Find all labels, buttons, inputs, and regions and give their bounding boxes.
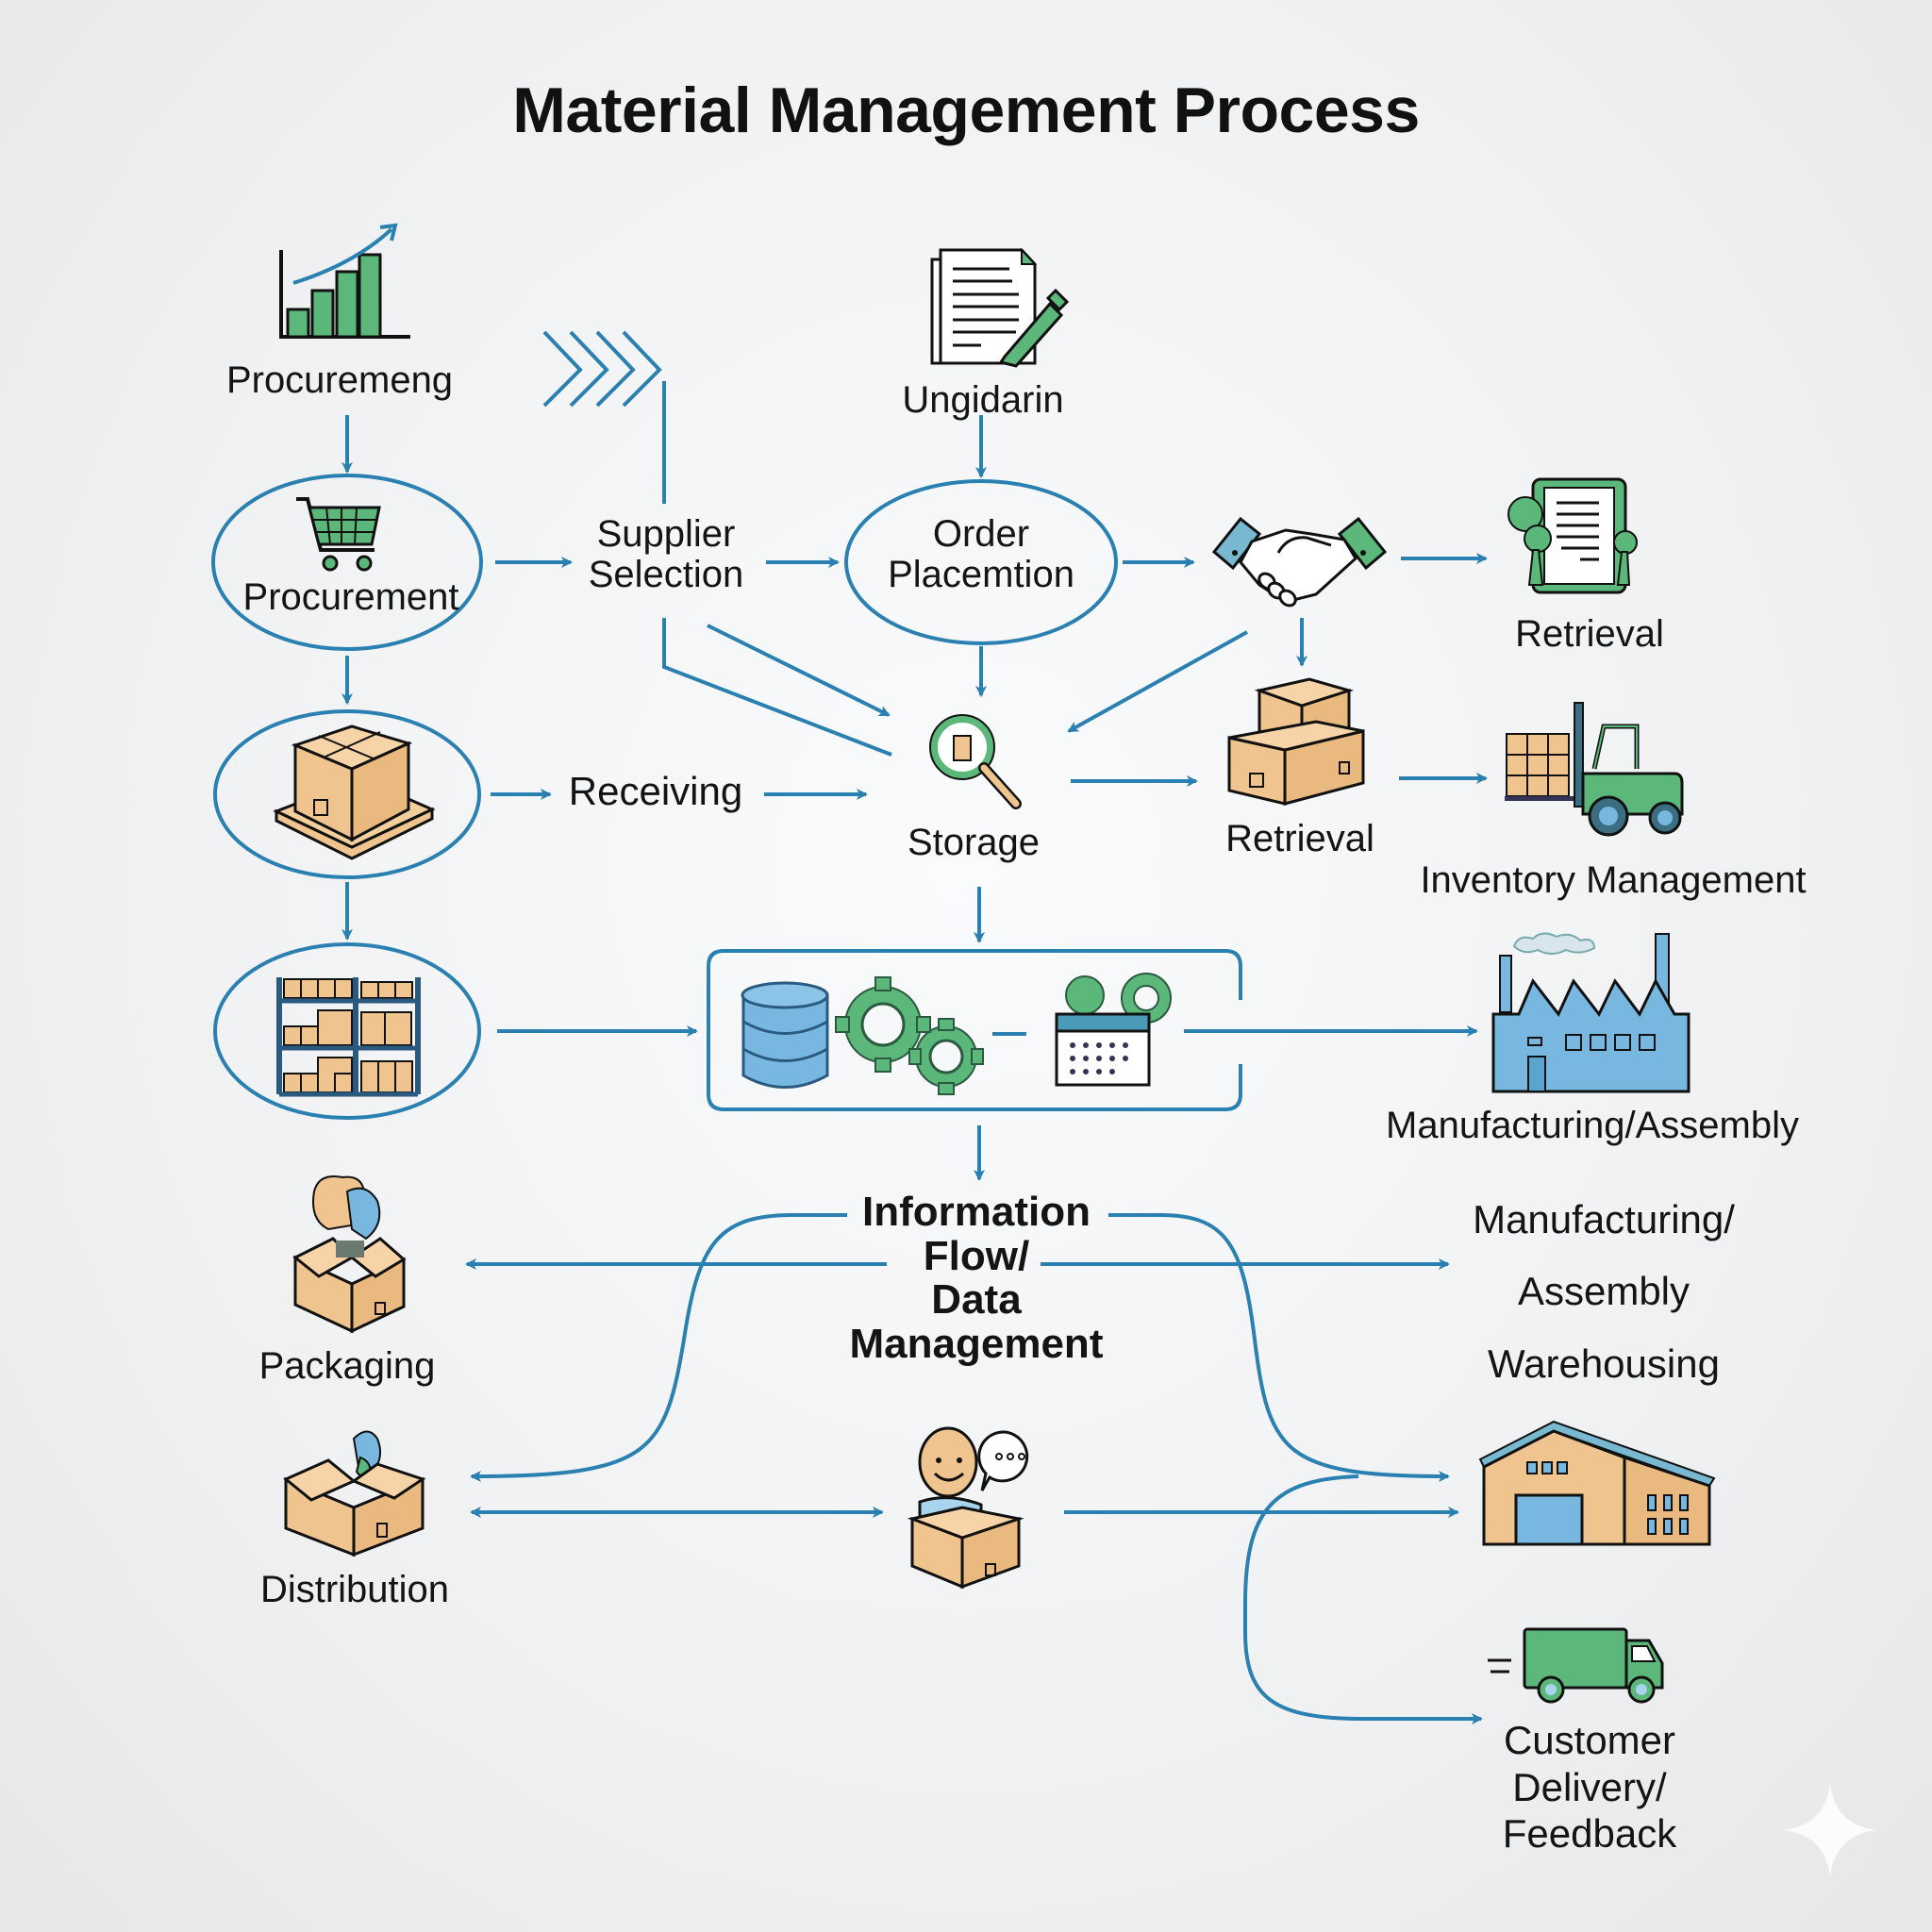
manufacturing-list-line2: Assembly	[1517, 1269, 1690, 1314]
supplier-selection-line1: Supplier	[596, 513, 736, 555]
chevrons-icon	[542, 330, 662, 408]
arrow	[470, 1213, 847, 1482]
information-flow-line2: Flow/	[923, 1232, 1030, 1279]
data-system-box	[707, 949, 1242, 1111]
stacked-boxes-icon	[1227, 677, 1365, 806]
order-placement-line2: Placemtion	[888, 554, 1074, 596]
customer-delivery-line1: Customer	[1503, 1718, 1676, 1762]
manufacturing-list-label: Manufacturing/ Assembly Warehousing	[1473, 1184, 1735, 1400]
open-box-icon	[283, 1430, 426, 1557]
customer-delivery-line3: Feedback	[1502, 1811, 1677, 1857]
sparkle-icon	[1783, 1783, 1877, 1877]
customer-delivery-line2: Delivery/	[1512, 1764, 1667, 1809]
arrow	[1108, 1213, 1450, 1482]
forklift-icon	[1505, 702, 1684, 837]
supplier-selection-label: Supplier Selection	[588, 513, 744, 596]
document-pen-icon	[930, 247, 1070, 368]
manufacturing-assembly-label: Manufacturing/Assembly	[1386, 1105, 1799, 1146]
arrow	[1067, 630, 1248, 733]
handshake-icon	[1211, 516, 1388, 608]
shopping-cart-icon	[296, 497, 381, 572]
warehouse-building-icon	[1478, 1420, 1716, 1546]
receiving-node-border	[213, 709, 481, 879]
order-placement-line1: Order	[932, 513, 1030, 555]
procurement-node-border	[211, 474, 483, 651]
information-flow-line3: Data	[931, 1276, 1022, 1324]
receiving-label: Receiving	[568, 769, 743, 813]
bar-chart-growth-icon	[279, 223, 410, 339]
information-flow-line1: Information	[862, 1189, 1091, 1235]
customer-speech-icon	[907, 1426, 1029, 1590]
customer-delivery-label: Customer Delivery/ Feedback	[1503, 1717, 1676, 1857]
page-title: Material Management Process	[512, 75, 1420, 146]
supplier-selection-line2: Selection	[588, 554, 744, 596]
manufacturing-list-line3: Warehousing	[1488, 1341, 1720, 1386]
information-flow-line4: Management	[849, 1320, 1104, 1367]
connector-dash	[992, 1032, 1026, 1036]
magnifier-icon	[929, 714, 1022, 809]
storage-label: Storage	[907, 822, 1041, 863]
procuremeng-label: Procuremeng	[225, 359, 454, 401]
database-icon	[741, 981, 829, 1089]
retrieval-mid-label: Retrieval	[1225, 818, 1374, 859]
order-placement-node-border	[844, 479, 1118, 645]
distribution-label: Distribution	[259, 1569, 450, 1610]
gears-icon	[835, 976, 984, 1095]
procurement-label: Procurement	[242, 576, 459, 618]
certificate-document-icon	[1507, 477, 1638, 594]
arrow	[707, 624, 891, 717]
information-flow-label: Information Flow/ Data Management	[849, 1189, 1104, 1367]
ungidarin-label: Ungidarin	[902, 379, 1064, 421]
shelving-node-border	[213, 942, 481, 1120]
retrieval-top-label: Retrieval	[1515, 613, 1664, 655]
order-placement-label: Order Placemtion	[888, 513, 1074, 596]
manufacturing-list-line1: Manufacturing/	[1473, 1197, 1735, 1241]
factory-icon	[1491, 932, 1690, 1093]
delivery-truck-icon	[1488, 1627, 1664, 1704]
arrow	[1243, 1474, 1483, 1724]
box-on-pallet-icon	[273, 724, 436, 860]
packaging-label: Packaging	[258, 1345, 436, 1387]
calendar-icon	[1055, 973, 1172, 1087]
inventory-management-label: Inventory Management	[1420, 859, 1807, 901]
connector-line	[662, 618, 892, 757]
open-box-icon	[292, 1175, 407, 1334]
warehouse-shelf-icon	[276, 977, 421, 1097]
